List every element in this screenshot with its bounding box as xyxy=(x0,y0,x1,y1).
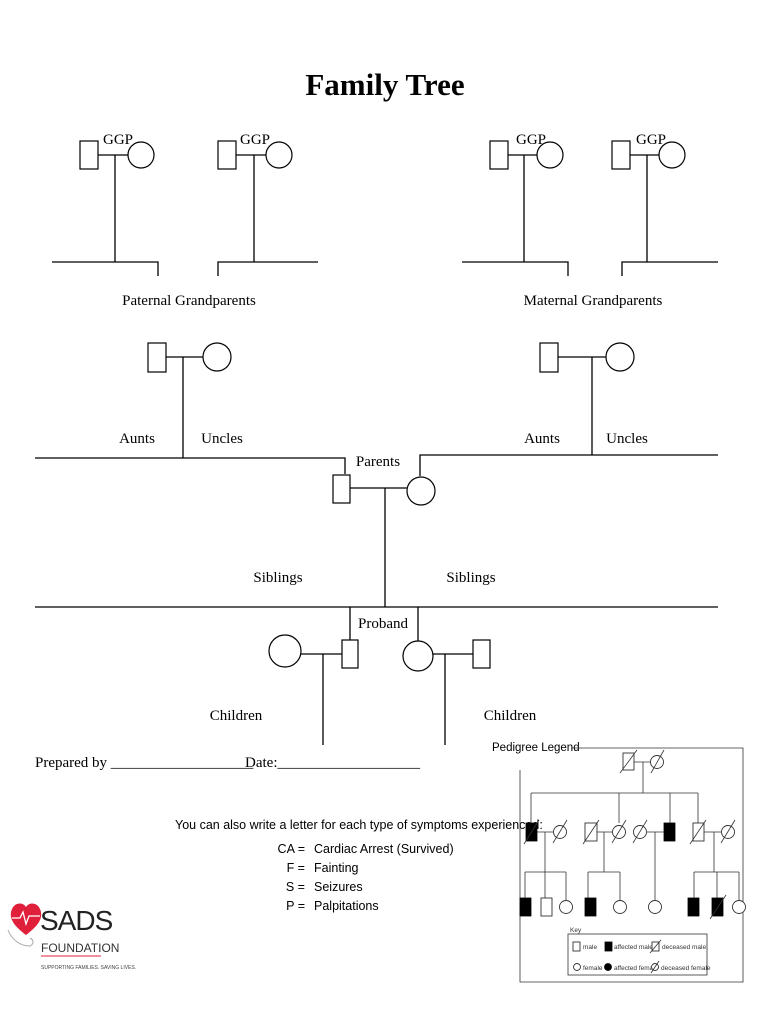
parents xyxy=(332,474,436,607)
prepared-by-field[interactable]: Prepared by ___________________ xyxy=(35,755,254,771)
male-symbol[interactable] xyxy=(611,140,631,170)
paternal-aunts-label: Aunts xyxy=(119,431,155,447)
male-symbol[interactable] xyxy=(79,140,99,170)
female-symbol[interactable] xyxy=(402,640,434,672)
proband-left-couple xyxy=(268,634,359,745)
female-symbol[interactable] xyxy=(406,476,436,506)
maternal-grandparents-label: Maternal Grandparents xyxy=(524,293,663,309)
male-symbol[interactable] xyxy=(147,342,167,373)
female-symbol[interactable] xyxy=(605,342,635,372)
symptom-code: CA = xyxy=(278,842,305,856)
symptom-label: Palpitations xyxy=(314,899,379,913)
svg-text:SUPPORTING FAMILIES. SAVING LI: SUPPORTING FAMILIES. SAVING LIVES. xyxy=(41,965,136,971)
legend-key: Key male affected male deceased male fem… xyxy=(567,927,711,976)
symptom-code: S = xyxy=(286,880,305,894)
female-symbol[interactable] xyxy=(127,141,155,169)
svg-text:Key: Key xyxy=(570,927,582,934)
siblings-left-label: Siblings xyxy=(253,570,302,586)
pedigree-legend: Pedigree Legend xyxy=(492,742,746,983)
svg-text:FOUNDATION: FOUNDATION xyxy=(41,941,119,955)
male-symbol[interactable] xyxy=(489,140,509,170)
ggp-label: GGP xyxy=(516,132,546,148)
female-symbol[interactable] xyxy=(202,342,232,372)
svg-text:affected female: affected female xyxy=(614,965,659,972)
date-field[interactable]: Date:___________________ xyxy=(245,755,420,771)
maternal-aunts-label: Aunts xyxy=(524,431,560,447)
maternal-grandparents xyxy=(539,342,635,455)
female-symbol[interactable] xyxy=(268,634,302,668)
heart-icon xyxy=(10,903,42,935)
female-symbol[interactable] xyxy=(658,141,686,169)
symptom-label: Seizures xyxy=(314,880,363,894)
paternal-grandparents xyxy=(147,342,232,458)
children-right-label: Children xyxy=(484,708,537,724)
symptoms-intro: You can also write a letter for each typ… xyxy=(175,818,543,832)
ggp-label: GGP xyxy=(103,132,133,148)
paternal-uncles-label: Uncles xyxy=(201,431,243,447)
sads-foundation-logo: SADS FOUNDATION SUPPORTING FAMILIES. SAV… xyxy=(7,903,136,971)
children-left-label: Children xyxy=(210,708,263,724)
page-title: Family Tree xyxy=(305,67,464,102)
svg-text:deceased female: deceased female xyxy=(661,965,711,972)
proband-right-couple xyxy=(402,639,491,745)
proband-label: Proband xyxy=(358,616,408,632)
male-symbol[interactable] xyxy=(472,639,491,669)
symptom-code: P = xyxy=(286,899,305,913)
ggp-pair-1: GGP xyxy=(52,132,159,276)
maternal-uncles-label: Uncles xyxy=(606,431,648,447)
ggp-pair-4: GGP xyxy=(611,132,718,276)
svg-text:deceased male: deceased male xyxy=(662,944,706,951)
ggp-pair-2: GGP xyxy=(217,132,318,276)
ggp-label: GGP xyxy=(636,132,666,148)
male-symbol[interactable] xyxy=(332,474,351,504)
svg-text:female: female xyxy=(583,965,603,972)
symptom-label: Cardiac Arrest (Survived) xyxy=(314,842,454,856)
male-symbol[interactable] xyxy=(539,342,559,373)
svg-text:affected male: affected male xyxy=(614,944,653,951)
symptom-label: Fainting xyxy=(314,861,359,875)
siblings-right-label: Siblings xyxy=(446,570,495,586)
symptom-list: CA = Cardiac Arrest (Survived) F = Faint… xyxy=(278,842,454,913)
male-symbol[interactable] xyxy=(341,639,359,669)
svg-text:SADS: SADS xyxy=(40,905,113,936)
female-symbol[interactable] xyxy=(536,141,564,169)
male-symbol[interactable] xyxy=(217,140,237,170)
female-symbol[interactable] xyxy=(265,141,293,169)
ggp-pair-3: GGP xyxy=(462,132,569,276)
ggp-label: GGP xyxy=(240,132,270,148)
parents-label: Parents xyxy=(356,454,400,470)
symptom-code: F = xyxy=(287,861,305,875)
legend-title: Pedigree Legend xyxy=(492,742,580,754)
svg-text:male: male xyxy=(583,944,597,951)
paternal-grandparents-label: Paternal Grandparents xyxy=(122,293,256,309)
